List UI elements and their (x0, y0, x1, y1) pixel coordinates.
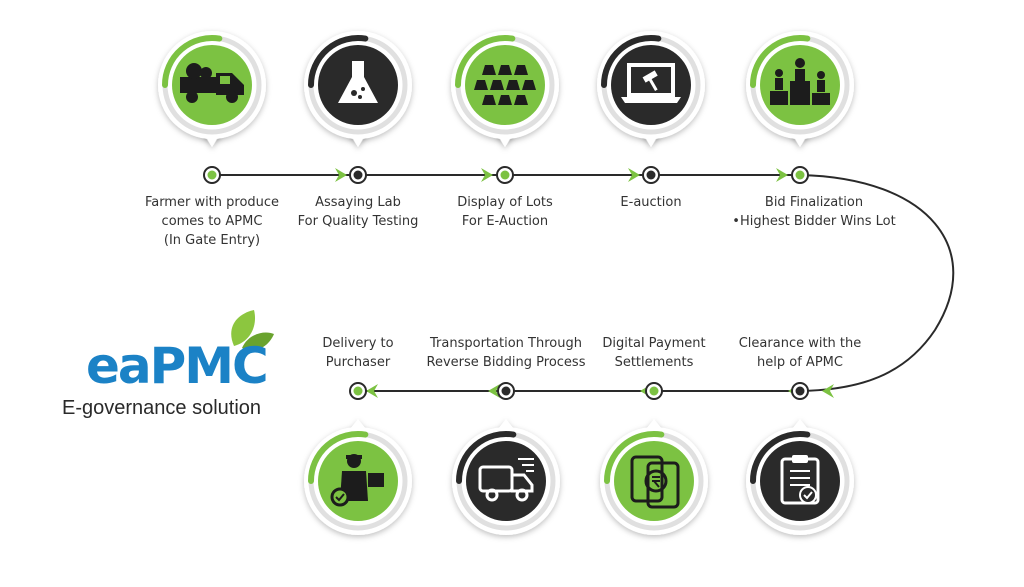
step-label-bid: Bid Finalization •Highest Bidder Wins Lot (732, 193, 895, 231)
step-label-line: Reverse Bidding Process (426, 355, 586, 370)
step-bubble-display (451, 31, 559, 147)
node-clearance (791, 382, 809, 400)
podium-icon (770, 58, 830, 105)
step-label-line: Transportation Through (430, 336, 582, 351)
step-bubble-transport (452, 419, 560, 535)
node-display (496, 166, 514, 184)
bubble-accent-arc (456, 431, 517, 484)
bubble-accent-arc (601, 35, 662, 88)
node-delivery (349, 382, 367, 400)
step-label-line: •Highest Bidder Wins Lot (732, 214, 896, 229)
laptop-gavel-icon (621, 63, 681, 103)
delivery-truck-icon (478, 458, 534, 502)
step-label-line: Settlements (614, 355, 694, 370)
arrow-head-top-1 (335, 168, 347, 182)
step-label-eauction: E-auction (620, 193, 681, 212)
bubble-inner (760, 441, 840, 521)
lots-icon (474, 65, 536, 105)
bubble-accent-arc (750, 431, 811, 484)
step-label-farmer: Farmer with produce comes to APMC (In Gate… (145, 193, 279, 250)
step-bubble-delivery (304, 419, 412, 535)
step-label-line: Display of Lots (457, 195, 553, 210)
arrow-head-top-3 (628, 168, 640, 182)
step-label-delivery: Delivery to Purchaser (322, 334, 393, 372)
step-bubble-assaying (304, 31, 412, 147)
arrow-head-bottom-1 (488, 384, 500, 398)
node-transport (497, 382, 515, 400)
bubble-accent-arc (308, 35, 369, 88)
step-label-line: Farmer with produce (144, 195, 280, 210)
delivery-person-icon (330, 454, 384, 507)
mobile-rupee-icon (630, 455, 680, 509)
arrow-head-curve (822, 384, 834, 398)
bubble-accent-arc (604, 431, 665, 484)
step-bubble-eauction (597, 31, 705, 147)
step-label-line: For E-Auction (461, 214, 549, 229)
step-bubbles (158, 31, 854, 535)
logo-wordmark: eaPMC (86, 337, 269, 395)
node-farmer (203, 166, 221, 184)
step-label-line: E-auction (620, 195, 682, 210)
step-label-line: Digital Payment (602, 336, 706, 351)
node-bid (791, 166, 809, 184)
step-label-line: Bid Finalization (764, 195, 864, 210)
step-label-line: help of APMC (757, 355, 843, 370)
truck-icon (180, 63, 244, 103)
clipboard-check-icon (780, 455, 820, 505)
logo-subtitle: E-governance solution (62, 397, 262, 419)
bubble-accent-arc (750, 35, 811, 88)
step-label-line: Clearance with the (738, 336, 862, 351)
step-bubble-farmer (158, 31, 266, 147)
leaf-icon (231, 310, 274, 351)
step-label-line: Purchaser (325, 355, 391, 370)
step-bubble-bid (746, 31, 854, 147)
node-assaying (349, 166, 367, 184)
node-eauction (642, 166, 660, 184)
step-label-line: comes to APMC (161, 214, 263, 229)
bubble-inner (466, 441, 546, 521)
step-label-line: (In Gate Entry) (163, 233, 261, 248)
arrow-head-final (366, 384, 378, 398)
arrow-head-top-4 (776, 168, 788, 182)
step-bubble-payment (600, 419, 708, 535)
bubble-accent-arc (162, 35, 223, 88)
arrow-head-top-2 (481, 168, 493, 182)
bubble-accent-arc (455, 35, 516, 88)
step-label-clearance: Clearance with the help of APMC (739, 334, 862, 372)
step-bubble-clearance (746, 419, 854, 535)
curve-flow-line (799, 174, 955, 392)
eapmc-logo (58, 308, 308, 428)
step-label-line: Delivery to (322, 336, 394, 351)
flask-icon (338, 61, 378, 103)
step-label-line: For Quality Testing (297, 214, 419, 229)
step-label-line: Assaying Lab (315, 195, 401, 210)
node-payment (645, 382, 663, 400)
bubble-inner (611, 45, 691, 125)
bubble-accent-arc (308, 431, 369, 484)
flow-nodes (203, 166, 809, 400)
